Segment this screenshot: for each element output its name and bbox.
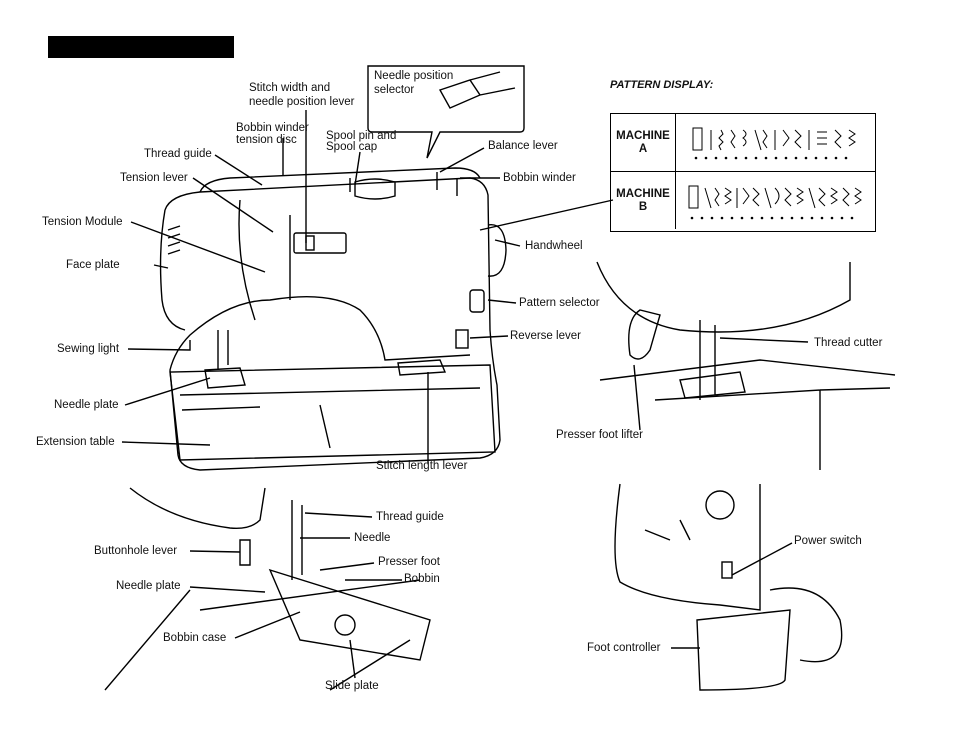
label-needle: Needle bbox=[354, 532, 391, 544]
machine-a-line1: MACHINE bbox=[616, 129, 670, 142]
machine-body-outline bbox=[164, 177, 501, 471]
label-thread-guide-top: Thread guide bbox=[144, 148, 212, 160]
handwheel-shape bbox=[487, 224, 507, 277]
machine-a-patterns bbox=[692, 127, 856, 160]
label-presser-foot: Presser foot bbox=[378, 556, 440, 568]
label-bobbin-winder-tension-1: Bobbin winder bbox=[236, 122, 309, 134]
label-thread-guide-bottom: Thread guide bbox=[376, 511, 444, 523]
label-stitch-width: Stitch width and bbox=[249, 82, 331, 94]
label-stitch-length-lever: Stitch length lever bbox=[376, 460, 468, 472]
label-reverse-lever: Reverse lever bbox=[510, 330, 581, 342]
label-bobbin-winder-tension-2: tension disc bbox=[236, 134, 297, 146]
label-tension-lever: Tension lever bbox=[120, 172, 188, 184]
label-face-plate: Face plate bbox=[66, 259, 120, 271]
machine-a-line2: A bbox=[638, 142, 648, 155]
machine-b-label: MACHINE B bbox=[611, 172, 676, 229]
section-title-bar bbox=[48, 36, 234, 58]
label-buttonhole-lever: Buttonhole lever bbox=[94, 545, 178, 557]
needle-position-callout bbox=[367, 65, 525, 159]
label-sewing-light: Sewing light bbox=[57, 343, 120, 355]
label-handwheel: Handwheel bbox=[525, 240, 583, 252]
machine-b-line1: MACHINE bbox=[616, 187, 670, 200]
label-bobbin-case: Bobbin case bbox=[163, 632, 227, 644]
label-needle-plate-top: Needle plate bbox=[54, 399, 119, 411]
pattern-display-title: PATTERN DISPLAY: bbox=[610, 79, 714, 91]
label-power-switch: Power switch bbox=[794, 535, 862, 547]
machine-a-label: MACHINE A bbox=[611, 114, 676, 171]
label-foot-controller: Foot controller bbox=[587, 642, 661, 654]
label-thread-cutter: Thread cutter bbox=[814, 337, 883, 349]
extension-table-shape bbox=[169, 364, 496, 461]
label-needle-position-selector-1: Needle position bbox=[374, 70, 454, 82]
label-slide-plate: Slide plate bbox=[325, 680, 379, 692]
machine-b-line2: B bbox=[638, 200, 648, 213]
label-spool-pin-2: Spool cap bbox=[326, 141, 378, 153]
label-bobbin-winder: Bobbin winder bbox=[503, 172, 576, 184]
label-presser-foot-lifter: Presser foot lifter bbox=[556, 429, 643, 441]
label-balance-lever: Balance lever bbox=[488, 140, 558, 152]
pattern-row-machine-a: MACHINE A bbox=[611, 114, 875, 172]
machine-b-patterns bbox=[688, 185, 862, 220]
pattern-row-machine-b: MACHINE B bbox=[611, 172, 875, 229]
stitch-width-window bbox=[293, 232, 347, 254]
label-spool-pin-1: Spool pin and bbox=[326, 130, 397, 142]
foot-controller-shape bbox=[696, 609, 791, 691]
label-tension-module: Tension Module bbox=[42, 216, 123, 228]
label-needle-position-lever: needle position lever bbox=[249, 96, 355, 108]
label-pattern-selector: Pattern selector bbox=[519, 297, 600, 309]
label-needle-plate-bottom: Needle plate bbox=[116, 580, 181, 592]
label-bobbin: Bobbin bbox=[404, 573, 440, 585]
label-extension-table: Extension table bbox=[36, 436, 115, 448]
pattern-display-table: MACHINE A MACHINE B bbox=[610, 113, 876, 232]
label-needle-position-selector-2: selector bbox=[374, 84, 415, 96]
